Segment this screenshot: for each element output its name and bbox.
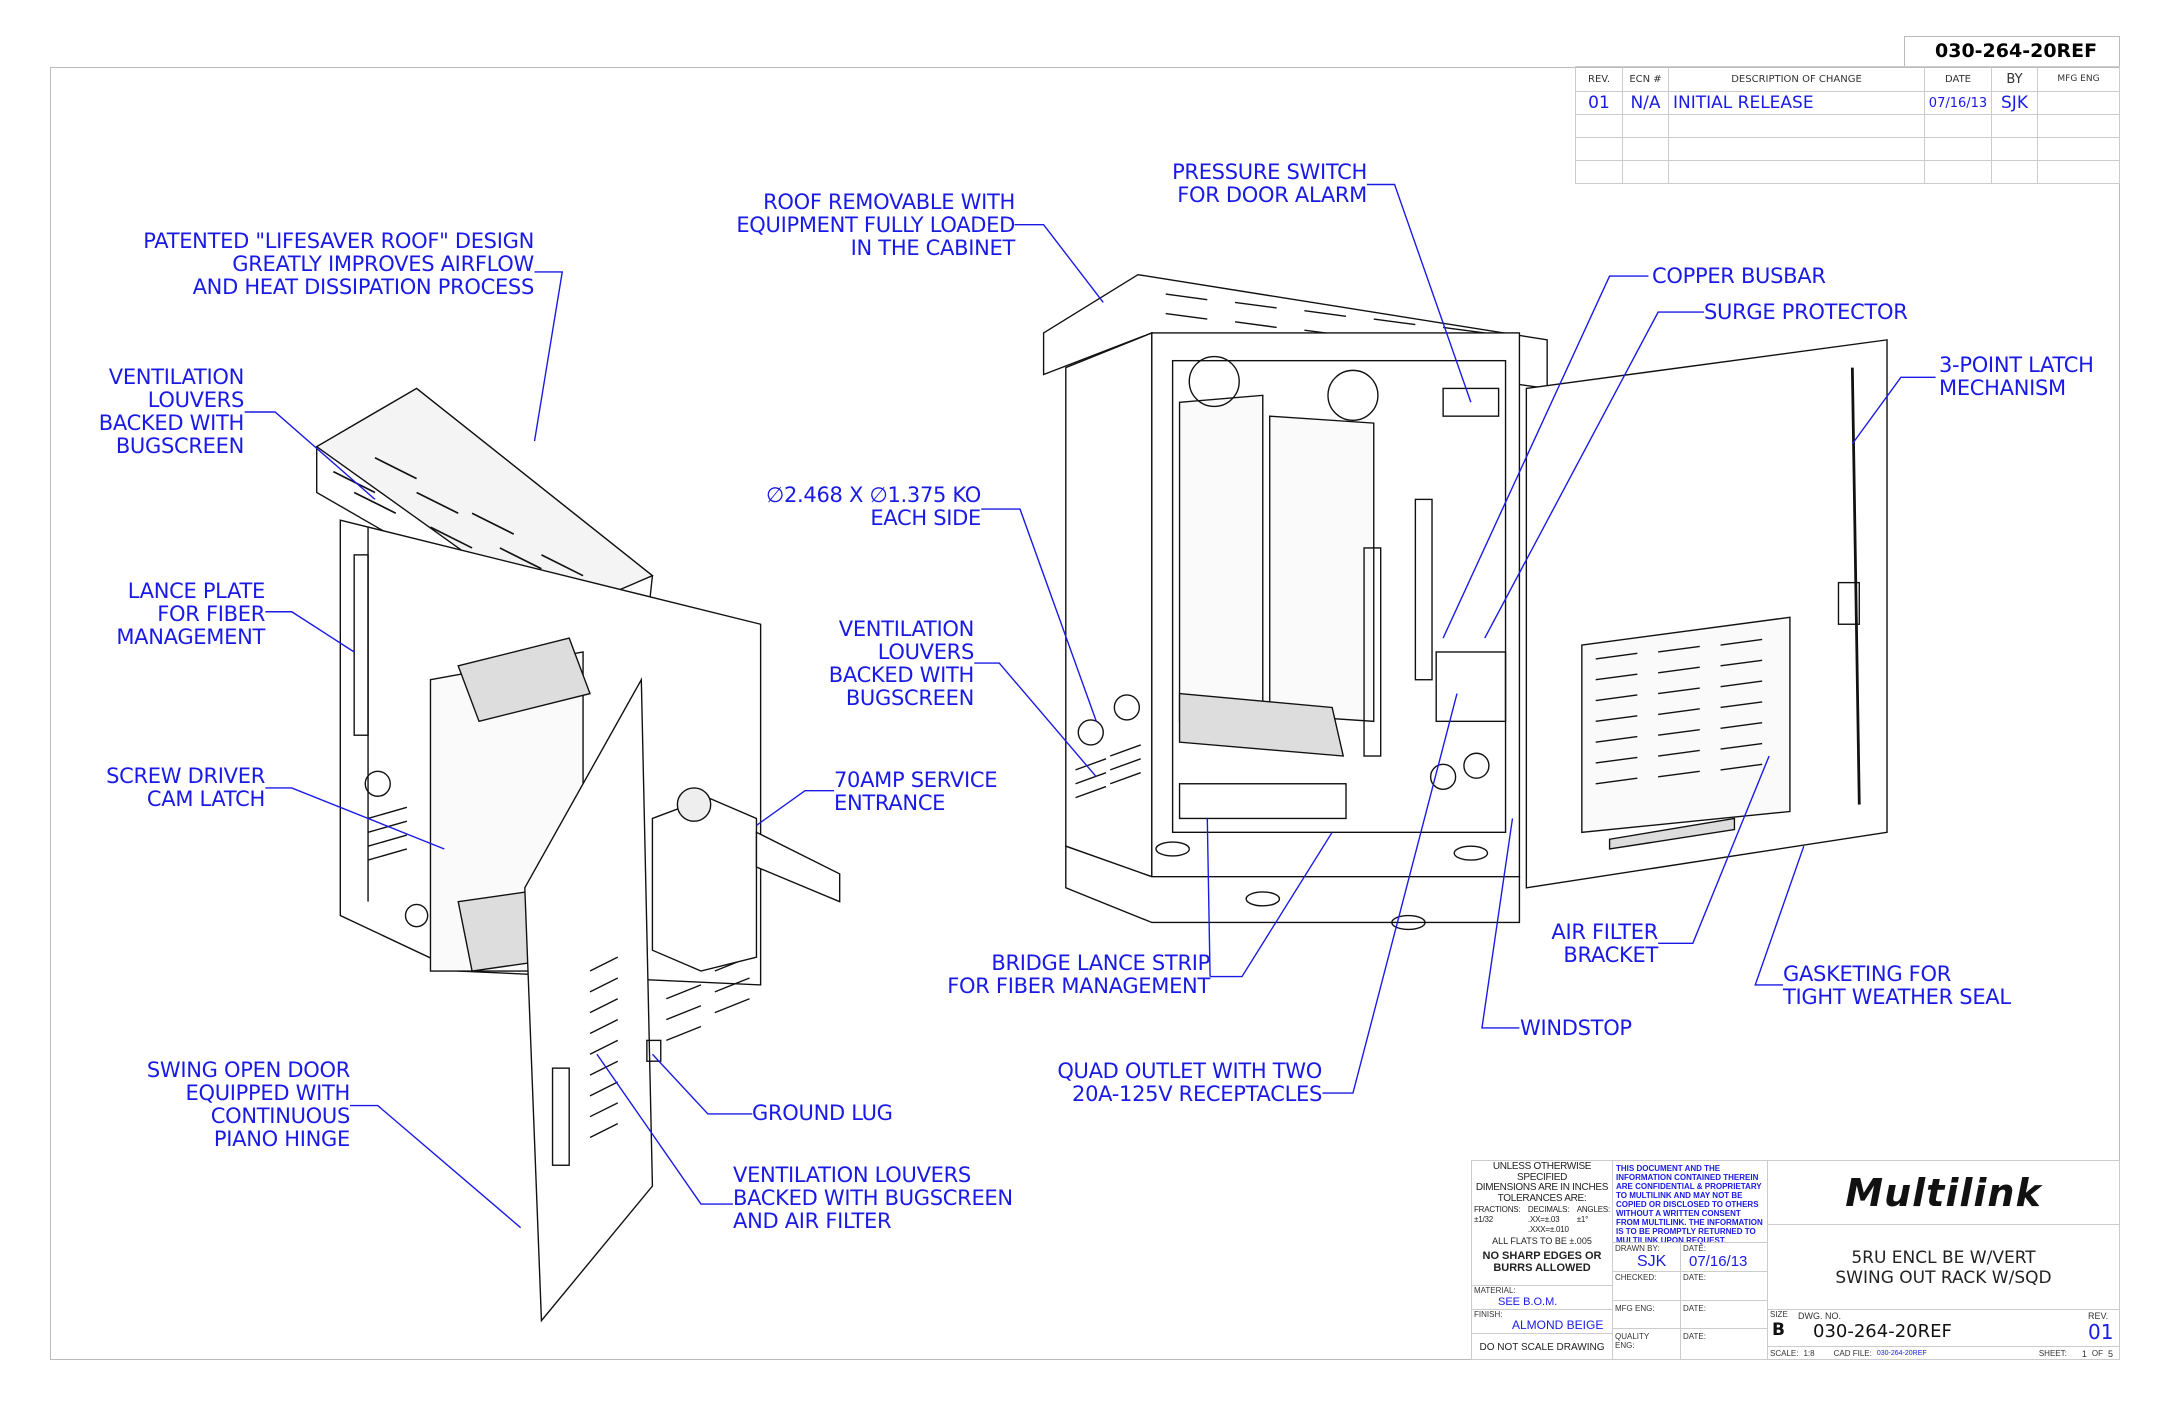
right-cabinet-drawing [1042,273,1888,931]
callout-quad-outlet: QUAD OUTLET WITH TWO 20A-125V RECEPTACLE… [1057,1059,1322,1106]
checked-box: CHECKED: [1612,1271,1681,1301]
fractions-value: ±1/32 [1474,1215,1493,1224]
drawn-by-label: DRAWN BY: [1615,1244,1660,1253]
tolerances-box: UNLESS OTHERWISE SPECIFIED DIMENSIONS AR… [1471,1160,1613,1286]
callout-air-filter-bracket: AIR FILTER BRACKET [1551,920,1658,967]
drawn-date-box: DATE: 07/16/13 [1680,1242,1768,1272]
finish-value: ALMOND BEIGE [1512,1318,1604,1332]
dwg-number-box: SIZE B DWG. NO. 030-264-20REF REV. 01 SC… [1767,1309,2120,1360]
rev-value: 01 [2088,1320,2114,1344]
ecn-cell: N/A [1622,91,1669,115]
callout-service-entrance: 70AMP SERVICE ENTRANCE [834,768,998,815]
date-label: DATE: [1683,1304,1706,1313]
date-label: DATE: [1683,1273,1706,1282]
cad-file-label: CAD FILE: [1833,1349,1872,1358]
size-value: B [1772,1320,1785,1340]
material-label: MATERIAL: [1474,1286,1516,1295]
leader-lines [244,183,1936,1229]
by-header: BY [1991,66,2038,92]
callout-lifesaver-roof: PATENTED "LIFESAVER ROOF" DESIGN GREATLY… [143,229,534,299]
confidentiality-notice: THIS DOCUMENT AND THE INFORMATION CONTAI… [1612,1160,1768,1245]
sheet-value: 1 [2081,1348,2087,1359]
drawn-date-value: 07/16/13 [1689,1253,1748,1270]
date-header: DATE [1924,66,1992,92]
callout-lance-plate: LANCE PLATE FOR FIBER MANAGEMENT [116,579,265,649]
date-cell: 07/16/13 [1924,91,1992,115]
dwg-no-label: DWG. NO. [1798,1311,1841,1321]
multilink-logo: Multilink [1845,1171,2042,1215]
callout-swing-open-door: SWING OPEN DOOR EQUIPPED WITH CONTINUOUS… [146,1058,350,1151]
callout-copper-busbar: COPPER BUSBAR [1652,264,1826,288]
mfg-eng-header: MFG ENG [2037,66,2120,92]
sheet-label: SHEET: [2038,1349,2067,1358]
scale-row: SCALE: 1:8 CAD FILE: 030-264-20REF SHEET… [1768,1346,2119,1360]
callout-surge-protector: SURGE PROTECTOR [1704,300,1908,324]
flats-tolerance: ALL FLATS TO BE ±.005 [1492,1236,1592,1246]
rev-label: REV. [2088,1311,2109,1321]
drawing-number-top: 030-264-20REF [1904,36,2120,66]
mfg-eng-box: MFG ENG: [1612,1300,1681,1329]
by-cell: SJK [1991,91,2038,115]
logo-box: Multilink [1767,1160,2120,1225]
tolerances-text: UNLESS OTHERWISE SPECIFIED DIMENSIONS AR… [1475,1161,1609,1204]
callout-bridge-lance-strip: BRIDGE LANCE STRIP FOR FIBER MANAGEMENT [947,951,1210,998]
description-cell: INITIAL RELEASE [1668,91,1925,115]
finish-box: FINISH: ALMOND BEIGE [1471,1309,1613,1334]
callout-ground-lug: GROUND LUG [752,1101,893,1125]
checked-label: CHECKED: [1615,1273,1657,1282]
callout-3-point-latch: 3-POINT LATCH MECHANISM [1939,353,2094,400]
ecn-header: ECN # [1622,66,1669,92]
drawing-title: 5RU ENCL BE W/VERT SWING OUT RACK W/SQD [1767,1224,2120,1310]
callout-ventilation-louvers-bottom: VENTILATION LOUVERS BACKED WITH BUGSCREE… [733,1163,1013,1233]
decimals-value: .XX=±.03 .XXX=±.010 [1527,1215,1569,1234]
fractions-label: FRACTIONS: [1474,1205,1521,1214]
callout-ventilation-louvers-left: VENTILATION LOUVERS BACKED WITH BUGSCREE… [98,365,245,458]
material-value: SEE B.O.M. [1498,1296,1558,1308]
quality-eng-label: QUALITY ENG: [1615,1332,1650,1350]
scale-label: SCALE: [1770,1349,1799,1358]
description-header: DESCRIPTION OF CHANGE [1668,66,1925,92]
callout-pressure-switch: PRESSURE SWITCH FOR DOOR ALARM [1172,160,1367,207]
date-label: DATE: [1683,1332,1706,1341]
scale-value: 1:8 [1803,1349,1815,1358]
revision-row: 01 N/A INITIAL RELEASE 07/16/13 SJK [1575,91,2120,115]
quality-date-box: DATE: [1680,1328,1768,1360]
decimals-label: DECIMALS: [1527,1205,1570,1214]
no-sharp-edges: NO SHARP EDGES OR BURRS ALLOWED [1482,1250,1602,1274]
checked-date-box: DATE: [1680,1271,1768,1301]
quality-eng-box: QUALITY ENG: [1612,1328,1681,1360]
material-box: MATERIAL: SEE B.O.M. [1471,1285,1613,1310]
mfg-eng-date-box: DATE: [1680,1300,1768,1329]
callout-windstop: WINDSTOP [1520,1016,1632,1040]
angles-value: ±1° [1576,1215,1589,1224]
left-cabinet-drawing [315,387,841,1323]
drawn-by-value: SJK [1637,1253,1667,1270]
cad-file-value: 030-264-20REF [1876,1350,1927,1357]
dwg-no-value: 030-264-20REF [1813,1321,1952,1342]
drawing-border [50,67,2120,1360]
angles-label: ANGLES: [1576,1205,1610,1214]
rev-cell: 01 [1575,91,1623,115]
mfg-eng-cell [2037,91,2120,115]
of-label: OF [2091,1349,2103,1358]
revision-table: REV. ECN # DESCRIPTION OF CHANGE DATE BY… [1575,66,2120,184]
callout-screw-driver-cam-latch: SCREW DRIVER CAM LATCH [106,764,265,811]
rev-header: REV. [1575,66,1623,92]
callout-ventilation-louvers-mid: VENTILATION LOUVERS BACKED WITH BUGSCREE… [828,617,975,710]
drawn-by-box: DRAWN BY: SJK [1612,1242,1681,1272]
callout-roof-removable: ROOF REMOVABLE WITH EQUIPMENT FULLY LOAD… [736,190,1015,260]
sheet-total: 5 [2107,1348,2113,1359]
callout-knockouts: ∅2.468 X ∅1.375 KO EACH SIDE [766,483,981,530]
callout-gasketing: GASKETING FOR TIGHT WEATHER SEAL [1783,962,2011,1009]
finish-label: FINISH: [1474,1310,1503,1319]
mfg-eng-label: MFG ENG: [1615,1304,1655,1313]
date-label: DATE: [1683,1244,1706,1253]
size-label: SIZE [1770,1310,1788,1319]
do-not-scale: DO NOT SCALE DRAWING [1471,1333,1613,1360]
